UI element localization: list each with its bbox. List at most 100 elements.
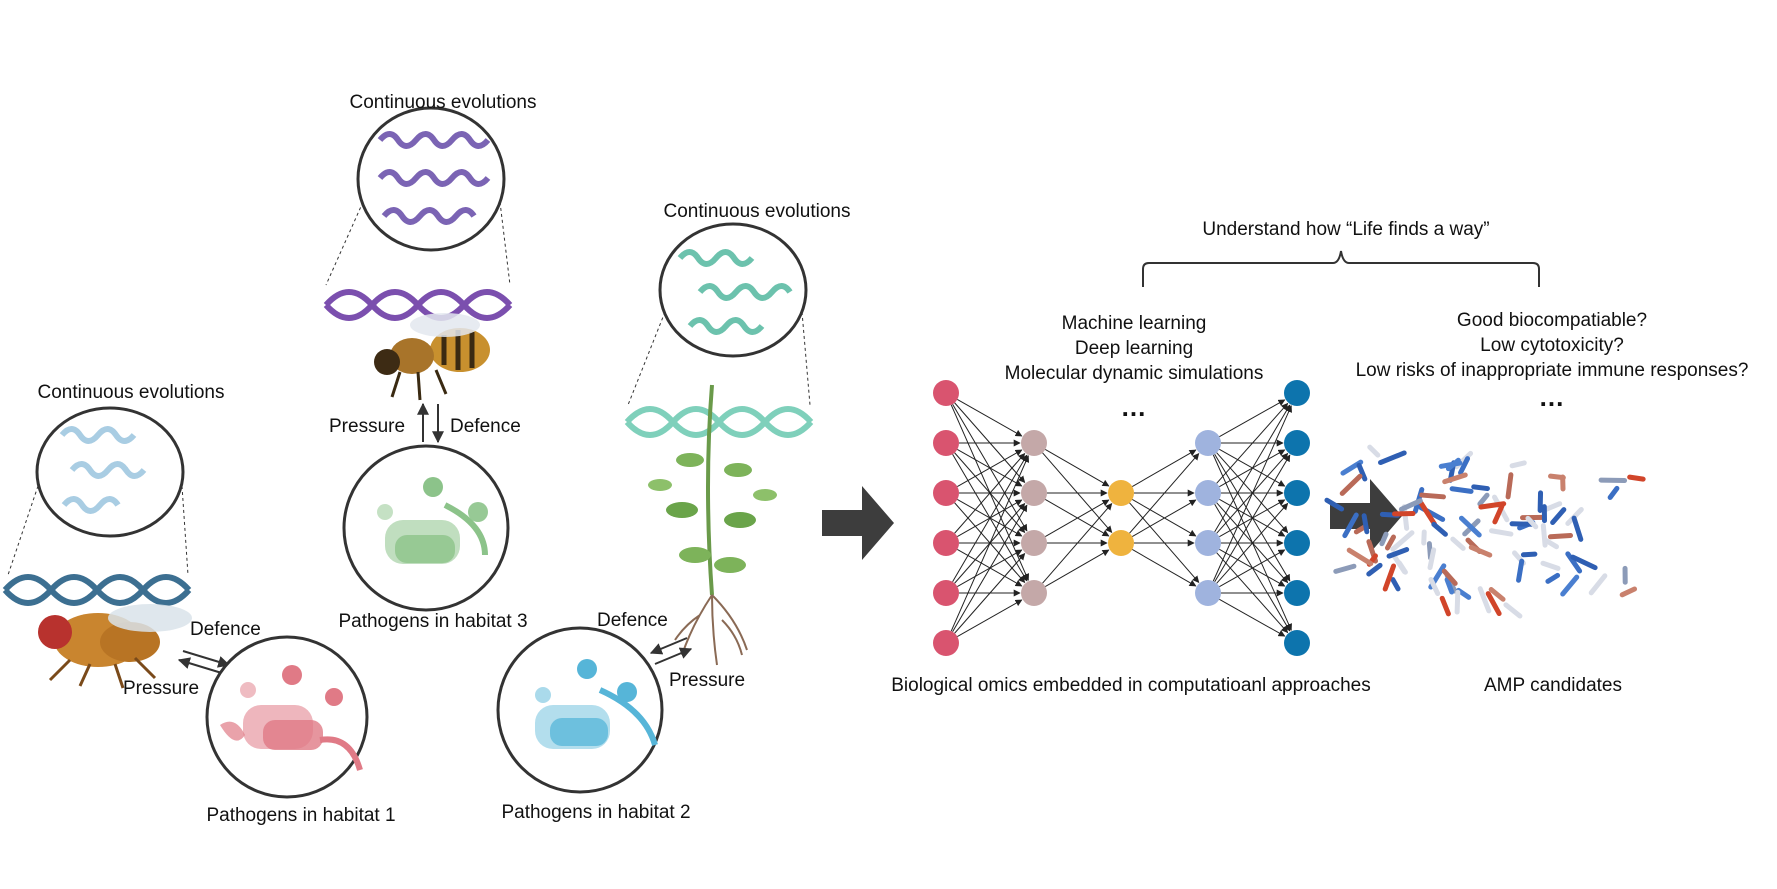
neural-network-diagram [933,380,1310,656]
amp-bond [1390,577,1401,592]
amp-bond [1418,500,1437,527]
nn-connection [1214,404,1291,533]
amp-bond [1492,503,1505,525]
nn-connection [1219,399,1286,438]
nn-connection [1132,549,1197,587]
questions-list: Good biocompatiable? Low cytotoxicity? L… [1356,308,1749,383]
amp-bond [1384,534,1396,551]
nn-node [1021,580,1047,606]
method-item: Machine learning [1061,313,1207,334]
amp-bond [1391,553,1407,575]
amp-bond [1333,563,1357,574]
amp-bond [1525,515,1539,530]
nn-connection [954,552,1026,634]
nn-connection [1045,549,1110,587]
amp-bond [1520,551,1538,558]
habitat-1-pathogen-icon [220,665,363,771]
amp-bond [1570,554,1598,571]
bracket [1142,250,1540,287]
nn-node [1284,580,1310,606]
nn-connection [957,449,1023,488]
habitat-2-label: Pathogens in habitat 2 [501,802,691,823]
amp-bond [1545,572,1561,584]
amp-bond [1478,501,1507,510]
helix-strand [61,496,121,514]
amp-bond [1503,602,1523,619]
amp-bond [1398,498,1423,512]
habitat-2-circle [496,626,664,794]
nn-connection [950,455,1030,632]
helix-strand [377,169,491,187]
nn-connection [952,504,1028,633]
zoom-line [499,201,511,286]
nn-connection [957,599,1023,638]
plant-icon [648,384,777,666]
fly-icon [38,604,192,689]
computation-caption: Biological omics embedded in computatioa… [891,675,1371,696]
nn-node [1021,530,1047,556]
method-item: Molecular dynamic simulations [1004,363,1264,384]
zoom-line [627,311,666,406]
flow-arrow-1 [822,486,894,560]
bee-icon [374,313,490,401]
helix-strand [69,461,147,479]
plant-evolution-label: Continuous evolutions [663,201,851,222]
defence-arrow [649,637,688,655]
nn-node [1284,630,1310,656]
nn-connection [1216,502,1289,584]
amp-bond [1427,547,1437,571]
amp-bond [1471,484,1490,492]
defence-arrow [182,650,231,668]
bee-peptide-circle [356,106,506,252]
zoom-line [801,311,811,406]
dna-strand [323,289,513,321]
amp-bond [1454,589,1461,615]
amp-bond [1346,547,1374,567]
nn-node [1195,580,1221,606]
nn-node [1195,480,1221,506]
amp-bond [1571,515,1584,542]
nn-connection [952,454,1028,583]
dna-strand [2,574,192,606]
plant-group [496,222,814,794]
nn-node [1108,530,1134,556]
amp-bond [1442,472,1468,485]
nn-connection [1132,449,1197,487]
methods-list: Machine learning Deep learning Molecular… [1005,311,1264,386]
amp-bond [1445,457,1461,472]
methods-more: ... [1121,392,1147,422]
nn-node [1284,480,1310,506]
nn-connection [1129,453,1200,534]
amp-bond [1441,568,1458,586]
amp-bond [1627,474,1646,482]
questions-more: ... [1539,382,1565,412]
dna-strand [624,406,814,438]
nn-connection [957,398,1023,437]
amp-bond [1619,586,1638,598]
nn-node [1195,530,1221,556]
nn-connection [1219,549,1286,588]
fly-pressure-label: Pressure [123,678,200,699]
amp-bond [1428,577,1441,596]
amp-bond [1366,562,1383,577]
amp-caption: AMP candidates [1483,675,1623,696]
nn-node [933,480,959,506]
amp-bond [1565,551,1583,574]
bee-group [323,106,513,612]
amp-bond [1378,450,1407,466]
amp-bond [1458,515,1482,538]
nn-node [1021,430,1047,456]
bracket-label: Understand how “Life finds a way” [1202,219,1490,240]
plant-defence-label: Defence [597,610,668,631]
amp-bond [1324,497,1345,512]
amp-bond [1390,530,1415,552]
amp-bond [1560,574,1580,597]
helix-strand [697,283,793,301]
fly-evolution-label: Continuous evolutions [37,382,225,403]
bee-evolution-label: Continuous evolutions [349,92,537,113]
plant-peptide-circle [658,222,808,358]
amp-bond [1543,537,1560,550]
nn-node [1284,430,1310,456]
amp-bond [1419,492,1446,500]
amp-bond [1540,560,1561,571]
